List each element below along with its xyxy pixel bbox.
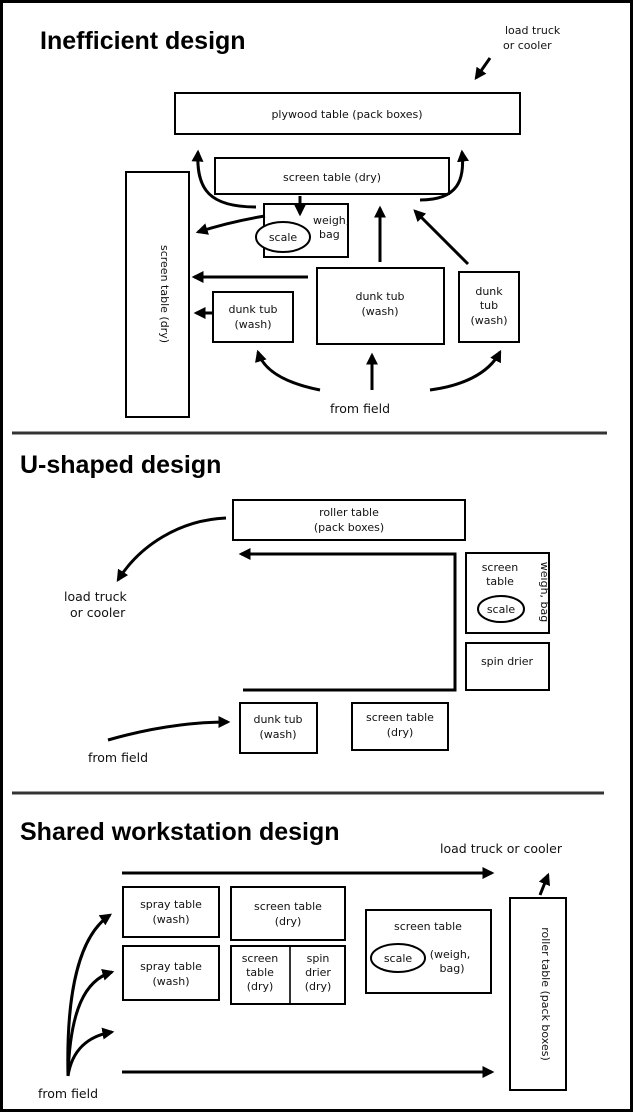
load-truck-label-line1: load truck	[505, 24, 561, 37]
spin-drier-label: spin drier	[481, 655, 534, 668]
dunk-tub-left-line2: (wash)	[234, 318, 271, 331]
screen-table-top-box	[214, 157, 450, 195]
spray-table-bottom-line1: spray table	[140, 960, 202, 973]
dunk-tub-right-line1: dunk	[475, 285, 503, 298]
scale-label: scale	[269, 231, 298, 244]
plywood-table-label: plywood table (pack boxes)	[271, 108, 422, 121]
weigh-shared-line2: bag)	[440, 962, 465, 975]
scale-label-u: scale	[487, 603, 516, 616]
spin-line1: spin	[307, 952, 330, 965]
spin-line2: drier	[305, 966, 331, 979]
from-field-arrow-u	[107, 716, 231, 742]
load-truck-arrow	[474, 57, 492, 80]
screen-table-dry-u-line1: screen table	[366, 711, 434, 724]
load-truck-u-line2: or cooler	[70, 605, 126, 620]
dunk-tub-u-box	[239, 702, 318, 754]
dunk-tub-right-line3: (wash)	[470, 314, 507, 327]
spray-table-bottom-line2: (wash)	[152, 975, 189, 988]
screen-table-side-label: screen table (dry)	[158, 245, 171, 343]
screen-table-side-box	[125, 171, 190, 418]
load-truck-arrow-u	[116, 516, 227, 583]
scale-ellipse-shared	[370, 943, 426, 973]
roller-table-box	[232, 499, 466, 541]
dunk-tub-mid-box	[316, 267, 445, 345]
scale-ellipse-u	[477, 595, 525, 623]
spray-table-top-box	[122, 886, 220, 938]
roller-table-vertical-label: roller table (pack boxes)	[539, 927, 552, 1061]
weigh-label-line2: bag	[319, 228, 340, 241]
section-title-ushaped: U-shaped design	[20, 451, 221, 479]
screen-table-top-shared-line2: (dry)	[275, 915, 302, 928]
screen-small-line3: (dry)	[247, 980, 274, 993]
section-shared-workstation: Shared workstation design load truck or …	[20, 818, 567, 1101]
load-truck-label-line2: or cooler	[503, 39, 552, 52]
screen-table-top-shared-box	[230, 886, 346, 941]
dunk-tub-mid-line2: (wash)	[361, 305, 398, 318]
dunk-tub-left-line1: dunk tub	[228, 303, 277, 316]
scale-ellipse	[255, 221, 311, 253]
screen-table-dry-u-line2: (dry)	[387, 726, 414, 739]
spray-table-bottom-box	[122, 945, 220, 1001]
weigh-shared-line1: (weigh,	[430, 948, 471, 961]
u-shaped-flow-line	[238, 548, 457, 692]
roller-table-line2: (pack boxes)	[314, 521, 384, 534]
screen-table-u-line2: table	[486, 575, 514, 588]
screen-spin-box	[230, 945, 346, 1005]
load-truck-shared-arrow	[538, 872, 551, 896]
spin-drier-box	[465, 642, 550, 691]
weigh-bag-vertical: weigh, bag	[538, 562, 551, 622]
spray-table-top-line1: spray table	[140, 898, 202, 911]
load-truck-u-line1: load truck	[64, 589, 128, 604]
from-field-shared-label: from field	[38, 1086, 98, 1101]
section-title-shared: Shared workstation design	[20, 818, 340, 846]
scale-label-shared: scale	[384, 952, 413, 965]
dunk-tub-right-line2: tub	[480, 299, 498, 312]
section-inefficient-design: Inefficient design load truck or cooler …	[40, 24, 561, 418]
roller-table-line1: roller table	[319, 506, 379, 519]
screen-small-line1: screen	[242, 952, 279, 965]
spray-table-top-line2: (wash)	[152, 913, 189, 926]
section-title-inefficient: Inefficient design	[40, 27, 246, 55]
screen-table-top-shared-line1: screen table	[254, 900, 322, 913]
screen-table-big-label: screen table	[394, 920, 462, 933]
screen-small-line2: table	[246, 966, 274, 979]
dunk-tub-u-line2: (wash)	[259, 728, 296, 741]
screen-table-u-line1: screen	[482, 561, 519, 574]
from-field-arrows-shared	[66, 913, 115, 1077]
flow-arrows-inefficient	[191, 149, 502, 392]
section-ushaped-design: U-shaped design roller table (pack boxes…	[20, 451, 551, 765]
dunk-tub-left-box	[212, 291, 294, 343]
dunk-tub-mid-line1: dunk tub	[355, 290, 404, 303]
from-field-label: from field	[330, 401, 390, 416]
weigh-label-line1: weigh,	[313, 214, 349, 227]
screen-table-top-label: screen table (dry)	[283, 171, 381, 184]
roller-table-vertical-box	[509, 897, 567, 1091]
plywood-table-box	[174, 92, 521, 135]
screen-table-dry-u-box	[351, 702, 449, 751]
dunk-tub-u-line1: dunk tub	[253, 713, 302, 726]
dunk-tub-right-box	[458, 271, 520, 343]
spin-line3: (dry)	[305, 980, 332, 993]
load-truck-shared-label: load truck or cooler	[440, 841, 563, 856]
from-field-u-label: from field	[88, 750, 148, 765]
